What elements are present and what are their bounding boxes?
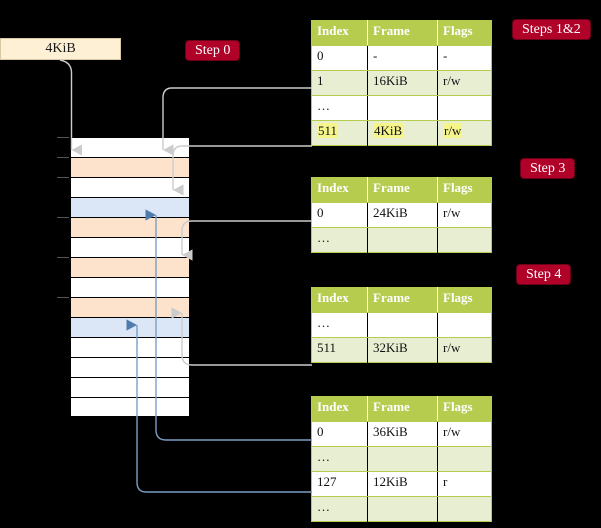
cell-frame — [367, 496, 438, 522]
cell-index: … — [311, 496, 368, 522]
column-header-frame: Frame — [367, 177, 438, 203]
cell-flags: r/w — [437, 421, 492, 447]
cell-frame — [367, 227, 438, 253]
frame-boundary-tick — [57, 257, 69, 258]
column-header-index: Index — [311, 20, 368, 46]
cell-flags — [437, 227, 492, 253]
column-header-frame: Frame — [367, 396, 438, 422]
cell-frame: 4KiB — [367, 120, 438, 146]
column-header-flags: Flags — [437, 396, 492, 422]
memory-frame-row — [70, 277, 190, 297]
frame-boundary-tick — [57, 177, 69, 178]
column-header-index: Index — [311, 177, 368, 203]
memory-request-box: 4KiB — [0, 38, 121, 60]
table-row: 511 4KiB r/w — [311, 120, 492, 146]
cell-frame — [367, 95, 438, 121]
table-row: … — [311, 446, 492, 472]
cell-flags: - — [437, 45, 492, 71]
frame-boundary-tick — [57, 217, 69, 218]
cell-frame: 32KiB — [367, 337, 438, 363]
cell-index: … — [311, 95, 368, 121]
cell-frame — [367, 446, 438, 472]
connector-frame-to-l2-32kib — [171, 307, 312, 366]
highlighted-value: r/w — [443, 123, 463, 138]
cell-index: … — [311, 446, 368, 472]
cell-flags: r/w — [437, 202, 492, 228]
column-header-index: Index — [311, 396, 368, 422]
cell-index: … — [311, 312, 368, 338]
table-row: … — [311, 312, 492, 338]
cell-frame: 12KiB — [367, 471, 438, 497]
column-header-index: Index — [311, 287, 368, 313]
cell-index: … — [311, 227, 368, 253]
memory-frame-row — [70, 257, 190, 277]
memory-frame-row — [70, 357, 190, 377]
cell-flags: r/w — [437, 337, 492, 363]
cell-flags: r — [437, 471, 492, 497]
highlighted-value: 511 — [317, 123, 339, 138]
column-header-flags: Flags — [437, 20, 492, 46]
column-header-flags: Flags — [437, 287, 492, 313]
badge-step-3: Step 3 — [521, 159, 575, 178]
memory-frame-row — [70, 217, 190, 237]
memory-frame-row — [70, 157, 190, 177]
frame-boundary-tick — [57, 297, 69, 298]
memory-frame-row — [70, 317, 190, 337]
memory-frame-row — [70, 297, 190, 317]
memory-frame-row — [70, 337, 190, 357]
memory-frame-row — [70, 197, 190, 217]
cell-index: 511 — [311, 120, 368, 146]
cell-frame: - — [367, 45, 438, 71]
cell-frame: 24KiB — [367, 202, 438, 228]
cell-frame: 36KiB — [367, 421, 438, 447]
frame-boundary-tick — [57, 157, 69, 158]
cell-flags: r/w — [437, 70, 492, 96]
cell-frame — [367, 312, 438, 338]
cell-flags — [437, 496, 492, 522]
cell-index: 1 — [311, 70, 368, 96]
cell-index: 511 — [311, 337, 368, 363]
cell-index: 0 — [311, 45, 368, 71]
badge-step-4: Step 4 — [517, 265, 571, 284]
cell-flags: r/w — [437, 120, 492, 146]
badge-step-0: Step 0 — [186, 41, 240, 60]
memory-frame-row — [70, 237, 190, 257]
badge-steps-1-2: Steps 1&2 — [513, 20, 590, 39]
memory-frame-row — [70, 177, 190, 197]
cell-index: 127 — [311, 471, 368, 497]
column-header-flags: Flags — [437, 177, 492, 203]
frame-boundary-tick — [57, 137, 69, 138]
table-row: … — [311, 496, 492, 522]
table-row: … — [311, 227, 492, 253]
physical-memory-frames — [57, 137, 190, 417]
cell-flags — [437, 312, 492, 338]
column-header-frame: Frame — [367, 287, 438, 313]
memory-frame-row — [70, 377, 190, 397]
memory-frame-row — [70, 137, 190, 157]
table-row: 0-- — [311, 45, 492, 71]
highlighted-value: 4KiB — [373, 123, 404, 138]
table-row: … — [311, 95, 492, 121]
cell-flags — [437, 95, 492, 121]
cell-index: 0 — [311, 421, 368, 447]
column-header-frame: Frame — [367, 20, 438, 46]
cell-frame: 16KiB — [367, 70, 438, 96]
cell-index: 0 — [311, 202, 368, 228]
cell-flags — [437, 446, 492, 472]
memory-frame-row — [70, 397, 190, 417]
